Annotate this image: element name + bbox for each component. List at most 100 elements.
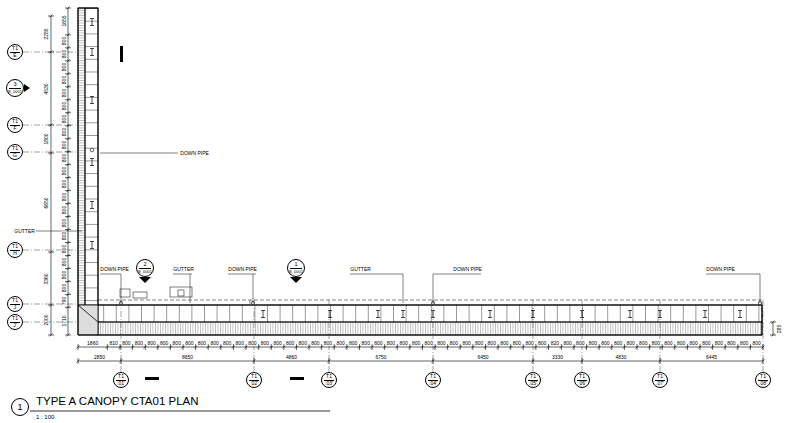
overhead-line [98, 300, 762, 335]
bubble-number: 1 [294, 262, 297, 268]
dimension-text: 800 [235, 341, 244, 346]
grid-bubble: T1.08' [755, 372, 771, 388]
dimension-tick [48, 152, 54, 155]
grid-bubble: T1.01' [113, 372, 129, 388]
dimension-text: 800 [185, 341, 194, 346]
dimension-text: 800 [61, 206, 66, 215]
dimension-text: 800 [525, 341, 534, 346]
dimension-text: 800 [61, 37, 66, 46]
dimension-text: 4530 [44, 83, 49, 95]
dimension-text: 800 [273, 341, 282, 346]
corner-piece [78, 305, 98, 335]
dimension-text: 800 [374, 341, 383, 346]
section-arrow [290, 277, 302, 283]
dimension-text: 800 [462, 341, 471, 346]
dimension-text: 800 [664, 341, 673, 346]
dimension-line [773, 322, 774, 335]
dimension-text: 800 [424, 341, 433, 346]
dimension-text: 800 [311, 341, 320, 346]
dimension-tick [65, 334, 71, 337]
callout-label: DOWN PIPE [180, 151, 209, 156]
dimension-tick [659, 358, 662, 364]
bubble-reference: B_0001 [8, 90, 22, 94]
dimension-text: 800 [248, 341, 257, 346]
dimension-text: 800 [210, 341, 219, 346]
dimension-text: 800 [399, 341, 408, 346]
bubble-reference: F [13, 126, 16, 131]
bubble-number: T1 [657, 374, 663, 379]
dimension-text: 1800 [44, 133, 49, 145]
bubble-reference: J' [13, 323, 16, 328]
dimension-text: 800 [260, 341, 269, 346]
dimension-text: 800 [61, 63, 66, 72]
bubble-reference: J [14, 305, 17, 310]
dimension-line [68, 8, 69, 335]
bubble-reference: B_0001 [289, 270, 303, 274]
leader-line [228, 274, 256, 303]
dimension-text: 4860 [286, 355, 298, 360]
gutter-band [98, 322, 762, 335]
dimension-text: 810 [109, 341, 118, 346]
section-mark [24, 46, 304, 380]
dimension-text: 800 [727, 341, 736, 346]
purlin-symbol [703, 311, 707, 318]
grid-bubble: T1J [7, 296, 23, 312]
dimension-text: 800 [487, 341, 496, 346]
purlin-symbol [328, 311, 332, 318]
dimension-tick [77, 344, 80, 350]
dimension-text: 800 [61, 115, 66, 124]
dimension-text: 800 [563, 341, 572, 346]
dimension-tick [48, 334, 54, 337]
leader-line [706, 274, 760, 303]
bubble-reference: G [13, 153, 17, 158]
dimension-text: 800 [475, 341, 484, 346]
callout-label: GUTTER [173, 267, 194, 272]
dimension-tick [770, 321, 776, 324]
section-arrow [139, 277, 151, 283]
dimension-text: 800 [500, 341, 509, 346]
dimension-text: 800 [714, 341, 723, 346]
dimension-text: 800 [61, 141, 66, 150]
grid-bubble: T1.05' [525, 372, 541, 388]
bubble-number: T1 [326, 374, 332, 379]
dimension-text: 800 [601, 341, 610, 346]
dimension-text: 800 [61, 89, 66, 98]
dimension-line [78, 347, 763, 348]
grid-bubble: T1F [7, 117, 23, 133]
dimension-text: 800 [61, 219, 66, 228]
grid-bubble: T1.06' [574, 372, 590, 388]
bubble-number: T1 [251, 374, 257, 379]
purlin-symbol [376, 311, 380, 318]
dimension-text: 800 [61, 245, 66, 254]
dimension-text: 8650 [182, 355, 194, 360]
bubble-number: T1 [12, 119, 18, 124]
section-cut-mark [120, 46, 123, 62]
purlin-symbol [90, 242, 94, 249]
purlin-symbol [90, 202, 94, 209]
section-marker: 1B_0001 [287, 259, 305, 277]
dimension-text: 800 [134, 341, 143, 346]
bubble-reference: E [13, 53, 16, 58]
leader-line [433, 274, 481, 303]
dimension-tick [532, 358, 535, 364]
site-object [170, 287, 192, 297]
overhead-line [98, 300, 762, 335]
leader-line [36, 153, 760, 303]
section-arrow [24, 84, 30, 92]
dimension-text: 800 [61, 271, 66, 280]
dimension-text: 800 [61, 283, 66, 292]
grid-line [23, 52, 78, 322]
dimension-text: 800 [160, 341, 169, 346]
bubble-reference: B_0001 [138, 270, 152, 274]
dimension-tick [77, 358, 80, 364]
dimension-text: 800 [61, 154, 66, 163]
leader-line [350, 274, 403, 303]
section-cut-mark [145, 377, 159, 380]
dimension-text: 2285 [44, 28, 49, 40]
dimension-text: 800 [361, 341, 370, 346]
grid-bubble: T1.04' [425, 372, 441, 388]
bubble-number: T1 [579, 374, 585, 379]
site-object [178, 290, 184, 296]
